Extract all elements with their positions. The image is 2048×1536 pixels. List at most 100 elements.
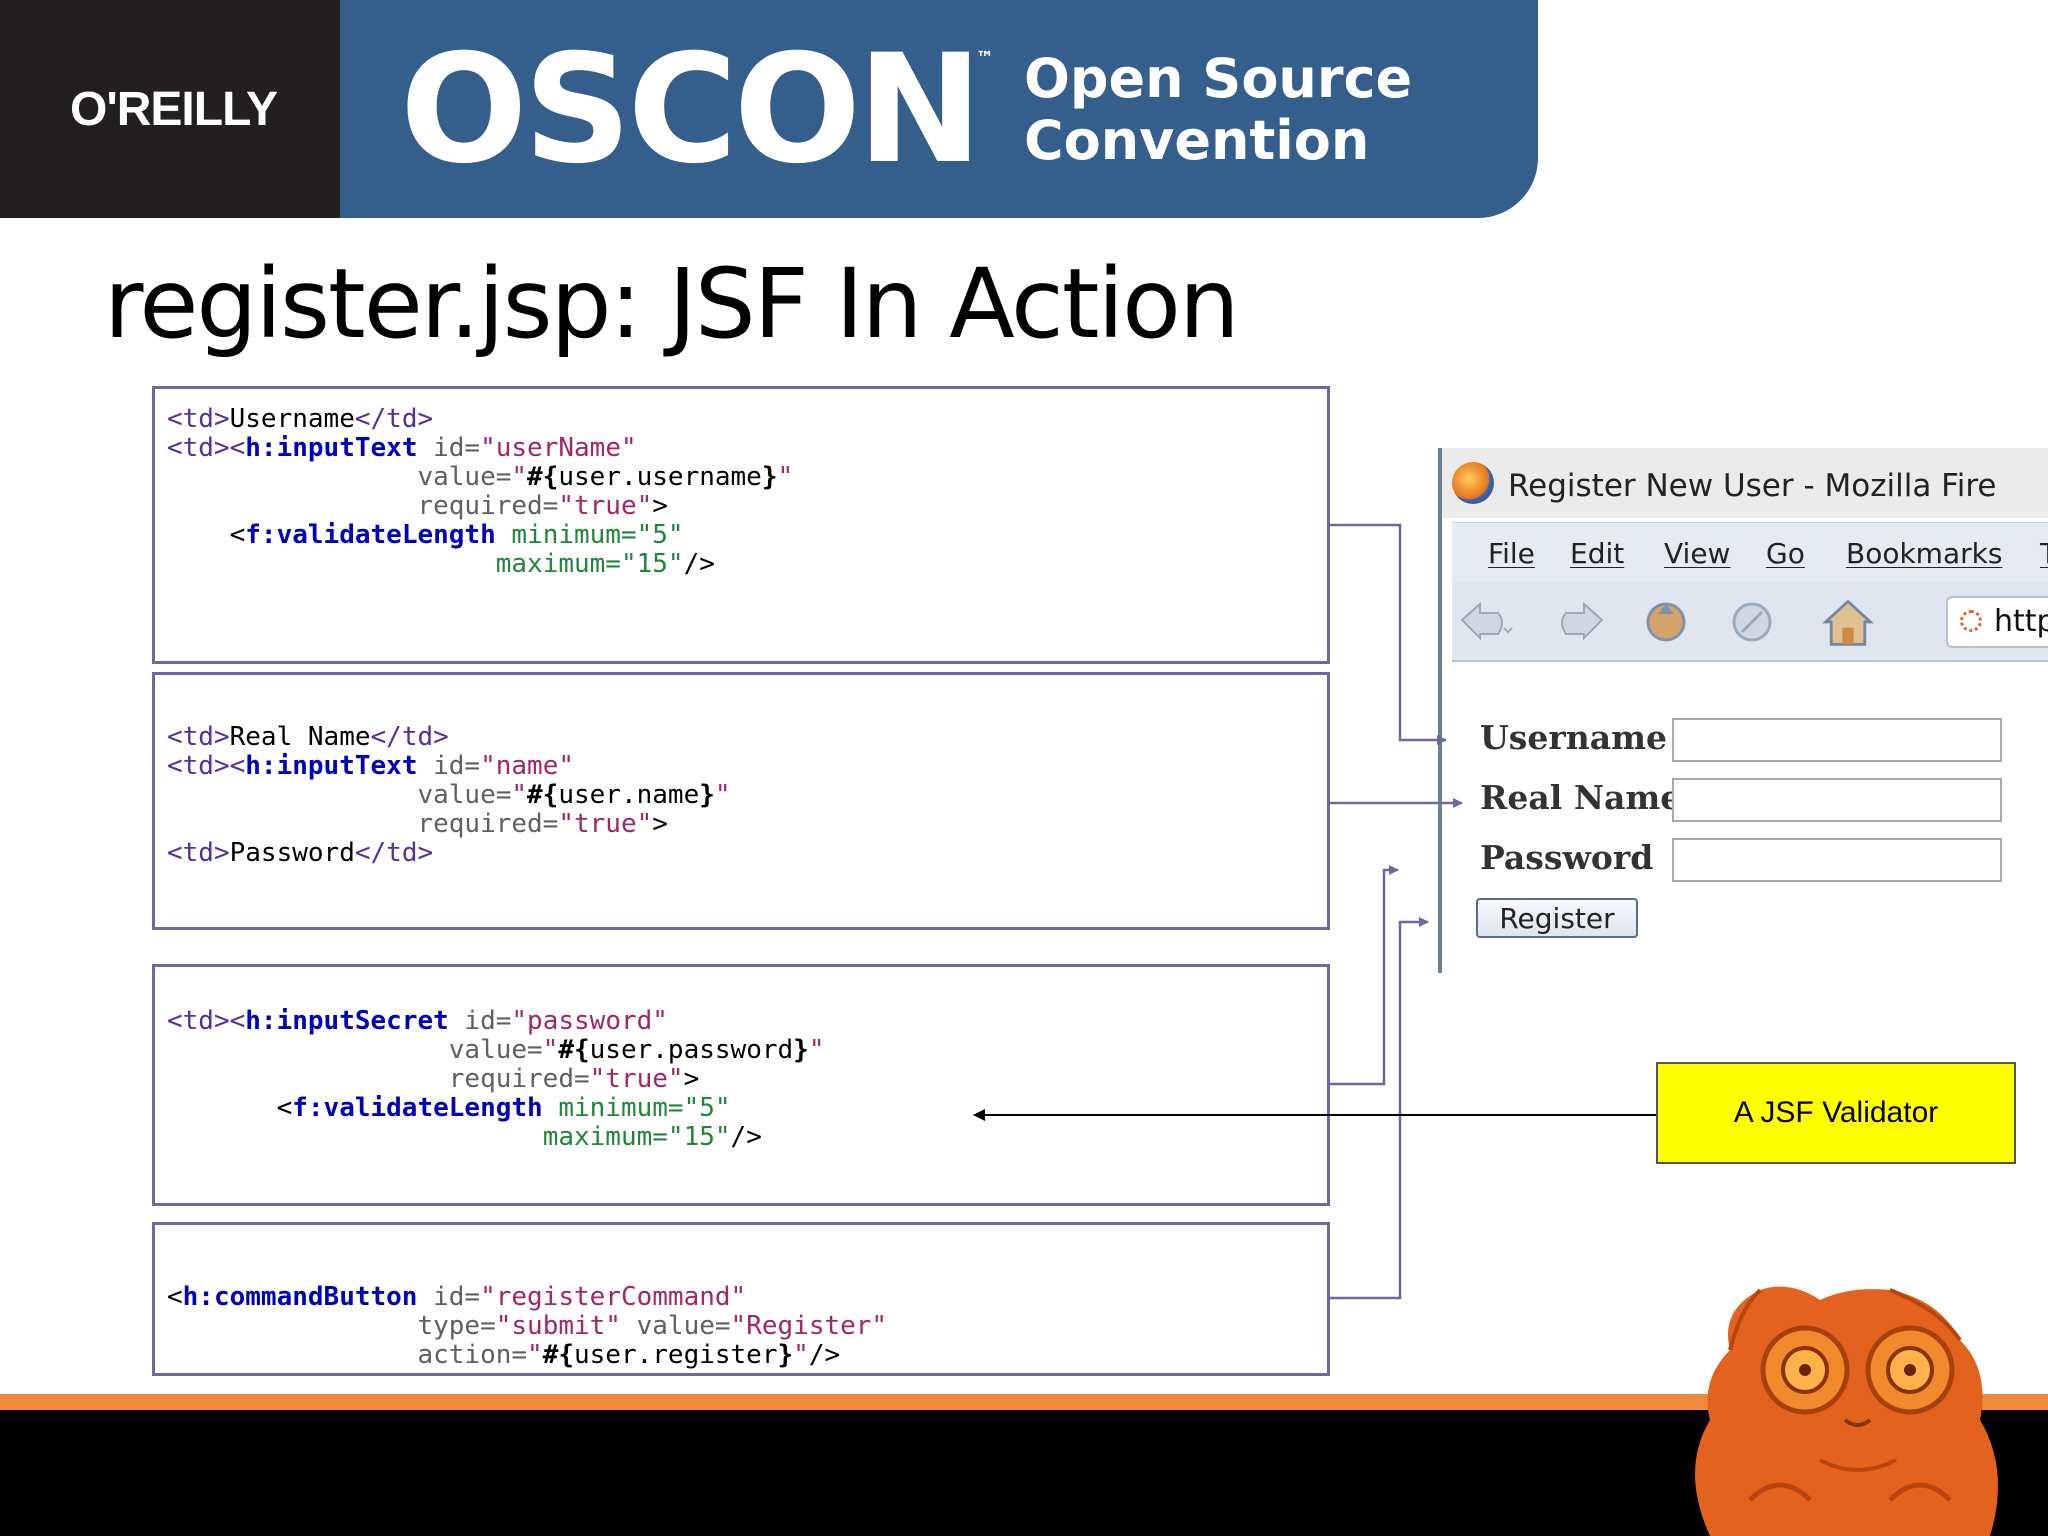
code-token: required= bbox=[417, 809, 559, 839]
code-block-password: <td><h:inputSecret id="password" value="… bbox=[152, 964, 1330, 1206]
code-token: </td> bbox=[354, 838, 434, 868]
code-token: "5" bbox=[683, 1093, 731, 1123]
url-bar[interactable]: http bbox=[1946, 596, 2048, 648]
menu-tools[interactable]: To bbox=[2040, 537, 2048, 570]
menu-view[interactable]: View bbox=[1664, 537, 1731, 570]
realname-label: Real Name bbox=[1480, 778, 1682, 817]
oscon-logo: OSCON bbox=[400, 23, 983, 197]
home-icon[interactable] bbox=[1820, 594, 1876, 650]
code-token: "password" bbox=[511, 1006, 668, 1036]
code-token: <td> bbox=[167, 838, 230, 868]
code-token: < bbox=[276, 1093, 293, 1123]
code-token: minimum= bbox=[542, 1093, 684, 1123]
code-token: <td>< bbox=[167, 751, 246, 781]
register-button[interactable]: Register bbox=[1476, 898, 1638, 938]
code-token: > bbox=[652, 809, 668, 839]
code-token: "15" bbox=[667, 1122, 731, 1152]
code-token: " bbox=[511, 780, 528, 810]
code-token: value= bbox=[448, 1035, 543, 1065]
code-token: "5" bbox=[636, 520, 684, 550]
stop-icon[interactable] bbox=[1724, 594, 1780, 650]
code-token: #{ bbox=[527, 780, 559, 810]
code-token: h:inputText bbox=[245, 433, 418, 463]
footer-orange-stripe bbox=[0, 1394, 2048, 1410]
code-token: "userName" bbox=[480, 433, 637, 463]
code-token: } bbox=[761, 462, 778, 492]
code-token: < bbox=[167, 1282, 183, 1312]
code-token: Username bbox=[229, 404, 355, 434]
code-token: " bbox=[527, 1340, 543, 1370]
forward-icon[interactable] bbox=[1550, 594, 1606, 650]
browser-window-title: Register New User - Mozilla Fire bbox=[1508, 468, 1997, 504]
code-token: </td> bbox=[370, 722, 449, 752]
oscon-banner: OSCON ™ Open Source Convention bbox=[340, 0, 1538, 218]
code-token: <td>< bbox=[167, 1006, 246, 1036]
oreilly-header-block: O'REILLY bbox=[0, 0, 340, 218]
code-token: id= bbox=[417, 433, 481, 463]
code-token: action= bbox=[417, 1340, 528, 1370]
code-token: user.register bbox=[574, 1340, 778, 1370]
code-token: user.name bbox=[558, 780, 700, 810]
code-token: required= bbox=[417, 491, 559, 521]
url-text: http bbox=[1994, 604, 2048, 639]
browser-menubar: File Edit View Go Bookmarks To bbox=[1452, 522, 2048, 584]
code-token: Real Name bbox=[229, 722, 371, 752]
slide-title: register.jsp: JSF In Action bbox=[104, 248, 1240, 360]
loading-spinner-icon bbox=[1960, 610, 1982, 632]
code-token: " bbox=[793, 1340, 809, 1370]
code-token: "submit" bbox=[495, 1311, 621, 1341]
code-token: " bbox=[542, 1035, 559, 1065]
code-token: Password bbox=[229, 838, 355, 868]
code-token: "15" bbox=[620, 549, 684, 579]
code-token: <td> bbox=[167, 722, 230, 752]
code-token: > bbox=[683, 1064, 700, 1094]
code-token: > bbox=[652, 491, 668, 521]
code-token: maximum= bbox=[542, 1122, 668, 1152]
firefox-logo-icon bbox=[1452, 462, 1494, 504]
code-token: " bbox=[511, 462, 528, 492]
code-token: h:commandButton bbox=[182, 1282, 418, 1312]
menu-go[interactable]: Go bbox=[1766, 537, 1805, 570]
code-token: #{ bbox=[527, 462, 559, 492]
code-token: /> bbox=[683, 549, 715, 579]
code-token: } bbox=[777, 1340, 794, 1370]
username-label: Username bbox=[1480, 718, 1668, 757]
code-token: #{ bbox=[558, 1035, 590, 1065]
code-token: "Register" bbox=[730, 1311, 888, 1341]
code-token: id= bbox=[417, 1282, 481, 1312]
menu-file[interactable]: File bbox=[1488, 537, 1535, 570]
code-token: } bbox=[793, 1035, 809, 1065]
code-token: value= bbox=[620, 1311, 731, 1341]
oscon-subtitle: Open Source Convention bbox=[1024, 48, 1412, 172]
oscon-subtitle-line-2: Convention bbox=[1024, 109, 1370, 172]
menu-edit[interactable]: Edit bbox=[1570, 537, 1625, 570]
tarsier-mascot-icon bbox=[1695, 1286, 1998, 1536]
reload-icon[interactable] bbox=[1638, 594, 1694, 650]
back-icon[interactable] bbox=[1458, 594, 1514, 650]
connector-register bbox=[1330, 917, 1429, 1300]
username-input[interactable] bbox=[1672, 718, 2002, 762]
code-token: id= bbox=[417, 751, 481, 781]
code-token: /> bbox=[730, 1122, 762, 1152]
code-token: "true" bbox=[558, 491, 653, 521]
code-block-realname: <td>Real Name</td> <td><h:inputText id="… bbox=[152, 672, 1330, 930]
browser-window: Register New User - Mozilla Fire File Ed… bbox=[1438, 448, 2048, 973]
code-realname: <td>Real Name</td> <td><h:inputText id="… bbox=[167, 723, 731, 868]
realname-input[interactable] bbox=[1672, 778, 2002, 822]
code-token: <td> bbox=[167, 404, 230, 434]
connector-username bbox=[1330, 523, 1447, 745]
code-token: h:inputSecret bbox=[245, 1006, 449, 1036]
code-token: minimum= bbox=[495, 520, 637, 550]
validator-callout: A JSF Validator bbox=[1656, 1062, 2016, 1164]
code-token: "true" bbox=[558, 809, 653, 839]
menu-bookmarks[interactable]: Bookmarks bbox=[1846, 537, 2003, 570]
code-token: required= bbox=[448, 1064, 590, 1094]
connector-password bbox=[1330, 865, 1399, 1086]
password-input[interactable] bbox=[1672, 838, 2002, 882]
trademark-mark: ™ bbox=[976, 48, 994, 69]
code-token: " bbox=[808, 1035, 825, 1065]
code-token: f:validateLength bbox=[245, 520, 496, 550]
code-token: "name" bbox=[480, 751, 575, 781]
code-token: /> bbox=[808, 1340, 841, 1370]
